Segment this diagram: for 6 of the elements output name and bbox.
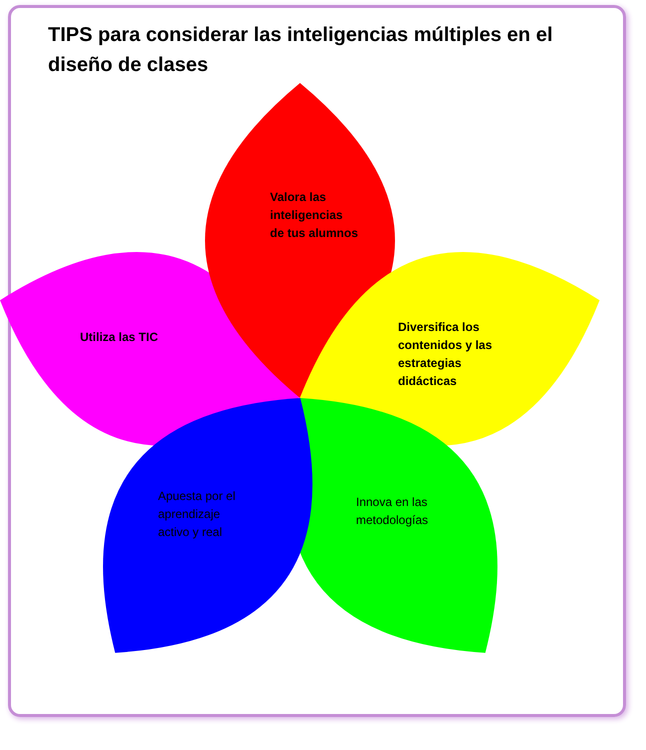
petal-label: Innova en las metodologías [356, 494, 430, 529]
title: TIPS para considerar las inteligencias múltiples en el diseño de clases [48, 23, 554, 78]
petal-label: Valora las inteligencias de tus alumnos [270, 189, 360, 242]
petal-label: Apuesta por el aprendizaje activo y real [158, 488, 236, 541]
petal-label: Diversifica los contenidos y las estrategias didácticas [398, 318, 494, 390]
petal-label: Utiliza las TIC [80, 328, 160, 346]
